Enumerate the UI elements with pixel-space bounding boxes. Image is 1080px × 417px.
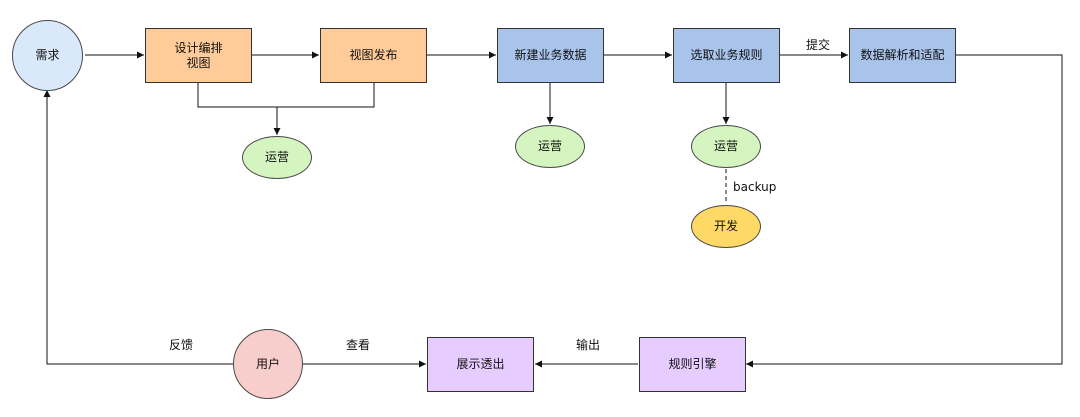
edge-user-demand xyxy=(43,90,233,365)
display-node: 展示透出 xyxy=(427,337,534,392)
feedback-label: 反馈 xyxy=(168,338,195,352)
design-view-node: 设计编排 视图 xyxy=(145,28,252,83)
development-node: 开发 xyxy=(691,205,761,248)
operations-node-2: 运营 xyxy=(515,125,585,168)
user-node: 用户 xyxy=(233,329,303,399)
output-label: 输出 xyxy=(575,338,602,352)
backup-label: backup xyxy=(732,180,778,194)
data-parse-adapt-node: 数据解析和适配 xyxy=(849,28,956,83)
operations-node-1: 运营 xyxy=(242,136,312,179)
submit-label: 提交 xyxy=(805,38,832,52)
edge-design-ops xyxy=(197,83,281,135)
rule-engine-node: 规则引擎 xyxy=(639,337,746,392)
operations-node-3: 运营 xyxy=(691,125,761,168)
demand-node: 需求 xyxy=(12,20,83,91)
edge-parse-engine xyxy=(746,54,1063,368)
create-business-data-node: 新建业务数据 xyxy=(497,28,604,83)
view-publish-node: 视图发布 xyxy=(320,28,427,83)
select-business-rules-node: 选取业务规则 xyxy=(673,28,780,83)
view-label: 查看 xyxy=(345,338,372,352)
edge-publish-ops xyxy=(277,83,375,108)
